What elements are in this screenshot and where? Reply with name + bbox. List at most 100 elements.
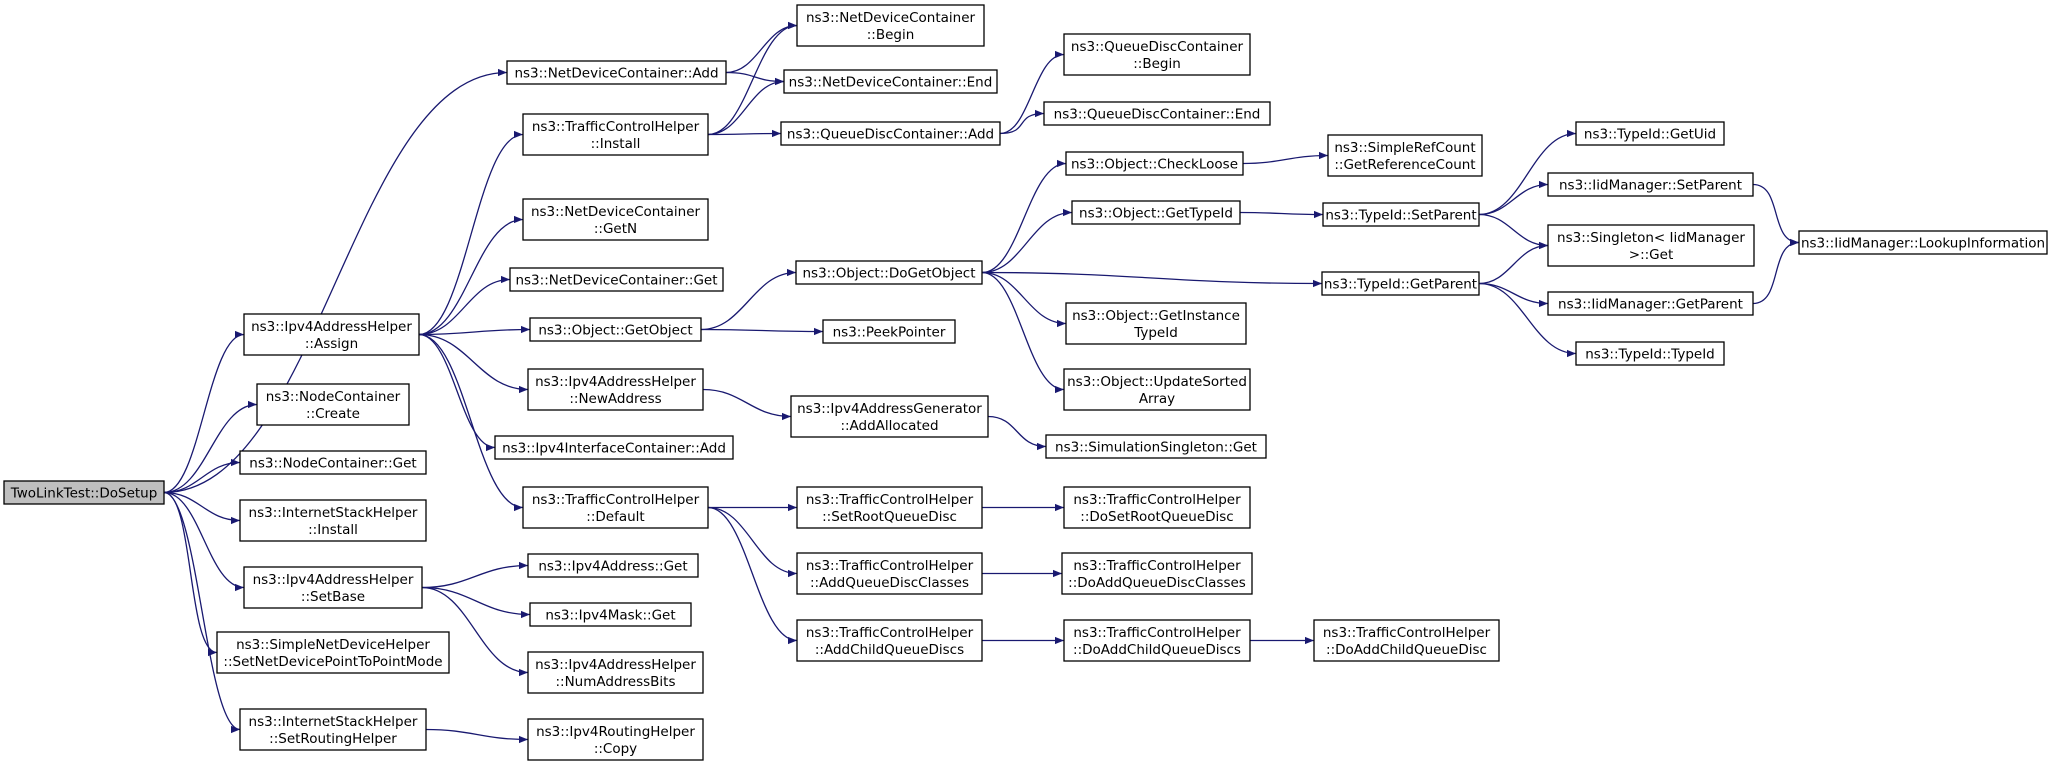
node-box [239, 708, 427, 751]
node-label: ::GetReferenceCount [1334, 157, 1475, 173]
edge-n2-n17 [418, 333, 524, 512]
node-box [509, 267, 724, 292]
node-label: ns3::Ipv4AddressHelper [253, 572, 414, 588]
node-ns3-object-gettypeid[interactable]: ns3::Object::GetTypeId [1071, 200, 1241, 225]
node-label: TwoLinkTest::DoSetup [10, 486, 158, 502]
node-ns3-trafficcontrolhelper-setrootqueuedisc[interactable]: ns3::TrafficControlHelper::SetRootQueueD… [796, 486, 983, 529]
node-label: ns3::TrafficControlHelper [1073, 492, 1241, 508]
node-label: ns3::Object::UpdateSorted [1067, 374, 1247, 390]
node-ns3-ipv4addresshelper-numaddressbits[interactable]: ns3::Ipv4AddressHelper::NumAddressBits [527, 651, 704, 694]
node-ns3-nodecontainer-create[interactable]: ns3::NodeContainer::Create [256, 383, 410, 426]
node-ns3-internetstackhelper-install[interactable]: ns3::InternetStackHelper::Install [239, 499, 427, 542]
node-ns3-ipv4addresshelper-newaddress[interactable]: ns3::Ipv4AddressHelper::NewAddress [527, 368, 704, 411]
node-ns3-iidmanager-setparent[interactable]: ns3::IidManager::SetParent [1547, 172, 1754, 197]
node-ns3-typeid-setparent[interactable]: ns3::TypeId::SetParent [1322, 202, 1480, 227]
node-label: ns3::Ipv4RoutingHelper [536, 724, 695, 740]
node-label: ns3::TypeId::SetParent [1325, 208, 1476, 224]
node-ns3-object-getobject[interactable]: ns3::Object::GetObject [529, 317, 702, 342]
node-ns3-trafficcontrolhelper-addchildqueuediscs[interactable]: ns3::TrafficControlHelper::AddChildQueue… [796, 619, 983, 662]
node-ns3-queuedisccontainer-end[interactable]: ns3::QueueDiscContainer::End [1043, 101, 1271, 126]
node-label: ns3::TypeId::GetParent [1324, 277, 1477, 293]
node-ns3-peekpointer[interactable]: ns3::PeekPointer [822, 319, 956, 344]
node-ns3-iidmanager-lookupinformation[interactable]: ns3::IidManager::LookupInformation [1798, 230, 2048, 255]
node-twolinktest-dosetup[interactable]: TwoLinkTest::DoSetup [3, 480, 165, 505]
node-box [527, 718, 704, 761]
node-label: ns3::TrafficControlHelper [532, 119, 700, 135]
node-box [1071, 200, 1241, 225]
node-ns3-ipv4addressgenerator-addallocated[interactable]: ns3::Ipv4AddressGenerator::AddAllocated [790, 395, 989, 438]
node-label: ns3::InternetStackHelper [249, 714, 418, 730]
node-ns3-netdevicecontainer-add[interactable]: ns3::NetDeviceContainer::Add [506, 60, 727, 85]
edge-n42-n44 [1478, 180, 1549, 216]
edge-n17-n35 [707, 506, 798, 578]
node-ns3-typeid-typeid[interactable]: ns3::TypeId::TypeId [1575, 341, 1725, 366]
node-ns3-trafficcontrolhelper-install[interactable]: ns3::TrafficControlHelper::Install [522, 113, 709, 156]
node-label: ns3::InternetStackHelper [249, 505, 418, 521]
node-box [1547, 172, 1754, 197]
node-ns3-object-dogetobject[interactable]: ns3::Object::DoGetObject [795, 260, 983, 285]
node-ns3-nodecontainer-get[interactable]: ns3::NodeContainer::Get [239, 450, 427, 475]
node-ns3-netdevicecontainer-end[interactable]: ns3::NetDeviceContainer::End [783, 69, 998, 94]
node-box [527, 553, 699, 578]
node-ns3-object-checkloose[interactable]: ns3::Object::CheckLoose [1065, 151, 1244, 176]
node-ns3-netdevicecontainer-begin[interactable]: ns3::NetDeviceContainer::Begin [796, 4, 985, 47]
node-label: ::NewAddress [569, 391, 661, 407]
node-ns3-queuedisccontainer-begin[interactable]: ns3::QueueDiscContainer::Begin [1063, 33, 1251, 76]
nodes: TwoLinkTest::DoSetup ns3::NetDeviceContai… [3, 4, 2048, 761]
node-label: ::SetNetDevicePointToPointMode [223, 654, 442, 670]
node-box [239, 499, 427, 542]
node-label: ns3::SimpleNetDeviceHelper [236, 637, 430, 653]
node-ns3-ipv4routinghelper-copy[interactable]: ns3::Ipv4RoutingHelper::Copy [527, 718, 704, 761]
node-box [796, 619, 983, 662]
node-box [243, 313, 420, 356]
node-label: ns3::Object::GetObject [538, 323, 692, 339]
node-ns3-trafficcontrolhelper-doaddqueuediscclasses[interactable]: ns3::TrafficControlHelper::DoAddQueueDis… [1061, 552, 1253, 595]
node-label: ns3::NodeContainer::Get [249, 456, 416, 472]
node-ns3-iidmanager-getparent[interactable]: ns3::IidManager::GetParent [1547, 291, 1754, 316]
node-ns3-ipv4mask-get[interactable]: ns3::Ipv4Mask::Get [529, 602, 692, 627]
node-ns3-simplenetdevicehelper-setnetdevicepointtopointmode[interactable]: ns3::SimpleNetDeviceHelper::SetNetDevice… [216, 631, 450, 674]
node-box [1063, 486, 1251, 529]
node-ns3-ipv4addresshelper-assign[interactable]: ns3::Ipv4AddressHelper::Assign [243, 313, 420, 356]
node-box [1313, 619, 1500, 662]
node-ns3-netdevicecontainer-getn[interactable]: ns3::NetDeviceContainer::GetN [522, 198, 709, 241]
edge-n46-n48 [1752, 238, 1800, 305]
node-ns3-trafficcontrolhelper-default[interactable]: ns3::TrafficControlHelper::Default [522, 486, 709, 529]
node-ns3-singleton-iidmanager-get[interactable]: ns3::Singleton< IidManager >::Get [1547, 224, 1755, 267]
edge-n11-n22 [707, 129, 782, 138]
node-ns3-trafficcontrolhelper-dosetrootqueuedisc[interactable]: ns3::TrafficControlHelper::DoSetRootQueu… [1063, 486, 1251, 529]
node-ns3-queuedisccontainer-add[interactable]: ns3::QueueDiscContainer::Add [780, 121, 1001, 146]
node-ns3-trafficcontrolhelper-doaddchildqueuedisc[interactable]: ns3::TrafficControlHelper::DoAddChildQue… [1313, 619, 1500, 662]
node-label: ns3::TypeId::TypeId [1585, 347, 1715, 363]
node-label: ns3::TrafficControlHelper [806, 625, 974, 641]
node-ns3-ipv4interfacecontainer-add[interactable]: ns3::Ipv4InterfaceContainer::Add [494, 435, 734, 460]
edge-n27-n41 [1242, 151, 1329, 165]
node-box [1575, 341, 1725, 366]
node-ns3-netdevicecontainer-get[interactable]: ns3::NetDeviceContainer::Get [509, 267, 724, 292]
edge-n25-n28 [981, 208, 1073, 274]
node-label: ns3::Object::CheckLoose [1071, 157, 1238, 173]
node-label: ns3::Ipv4Address::Get [538, 559, 687, 575]
node-ns3-trafficcontrolhelper-addqueuediscclasses[interactable]: ns3::TrafficControlHelper::AddQueueDiscC… [796, 552, 983, 595]
node-ns3-internetstackhelper-setroutinghelper[interactable]: ns3::InternetStackHelper::SetRoutingHelp… [239, 708, 427, 751]
node-ns3-trafficcontrolhelper-doaddchildqueuediscs[interactable]: ns3::TrafficControlHelper::DoAddChildQue… [1063, 619, 1251, 662]
node-ns3-simulationsingleton-get[interactable]: ns3::SimulationSingleton::Get [1045, 434, 1267, 459]
node-ns3-typeid-getuid[interactable]: ns3::TypeId::GetUid [1575, 121, 1725, 146]
node-ns3-typeid-getparent[interactable]: ns3::TypeId::GetParent [1321, 271, 1480, 296]
edge-n32-n33 [987, 415, 1047, 451]
node-label: ns3::NodeContainer [266, 389, 401, 405]
node-box [494, 435, 734, 460]
node-label: ::GetN [594, 221, 637, 237]
node-box [1547, 224, 1755, 267]
node-box [796, 552, 983, 595]
node-label: ns3::NetDeviceContainer::End [789, 75, 993, 91]
node-label: ns3::PeekPointer [833, 325, 946, 341]
edge-n1-n9 [725, 21, 798, 74]
node-ns3-simplerefcount-getreferencecount[interactable]: ns3::SimpleRefCount::GetReferenceCount [1327, 134, 1483, 177]
node-label: ::DoAddChildQueueDisc [1326, 642, 1487, 658]
node-ns3-ipv4address-get[interactable]: ns3::Ipv4Address::Get [527, 553, 699, 578]
node-box [522, 113, 709, 156]
node-ns3-ipv4addresshelper-setbase[interactable]: ns3::Ipv4AddressHelper::SetBase [243, 566, 423, 609]
